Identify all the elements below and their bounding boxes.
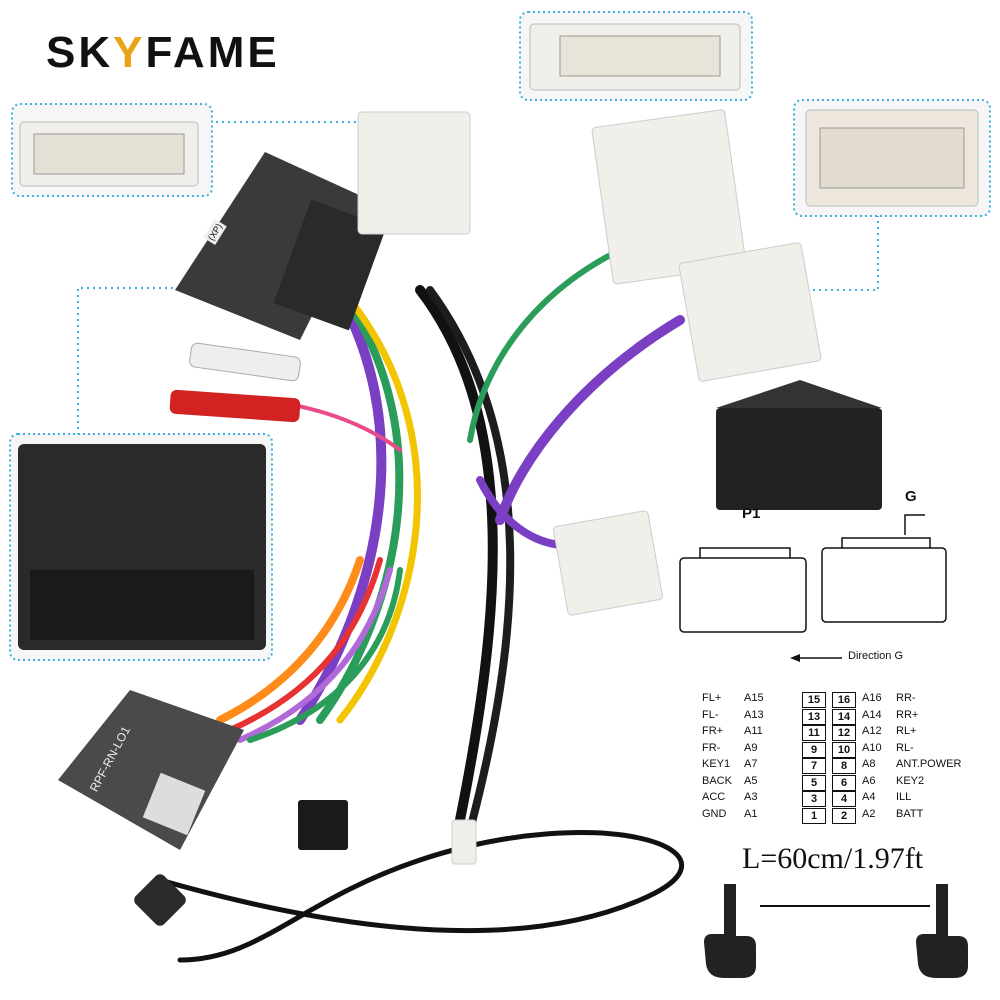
- pin-code-left: A1: [744, 807, 758, 820]
- pin-code-right: A12: [862, 725, 882, 737]
- pin-code-right: A14: [862, 708, 882, 721]
- pin-box: 13: [802, 708, 826, 725]
- pin-code-left: A5: [744, 774, 758, 787]
- white-connector-3: [678, 242, 822, 382]
- pin-box: 12: [832, 725, 856, 741]
- finger-pointing-down-icon: [702, 880, 758, 980]
- pin-code-left: A13: [744, 708, 764, 721]
- pin-name-right: RL+: [896, 725, 917, 737]
- pin-code-right: A2: [862, 807, 876, 820]
- p1-label: P1: [742, 505, 761, 522]
- pin-box: 7: [802, 758, 826, 774]
- pin-code-right: A6: [862, 774, 876, 787]
- rca-plugs: [169, 342, 301, 423]
- pin-box: 15: [802, 692, 826, 708]
- finger-pointing-down-icon: [914, 880, 970, 980]
- brand-prefix: SK: [46, 28, 114, 77]
- brand-accent: Y: [113, 28, 146, 77]
- pin-box: 5: [802, 774, 826, 791]
- white-connector-1: [357, 111, 471, 235]
- pin-code-right: A10: [862, 741, 882, 754]
- pin-box: 16: [832, 692, 856, 708]
- pin-code-left: A9: [744, 741, 758, 754]
- pin-box: 1: [802, 807, 826, 824]
- pin-box: 8: [832, 758, 856, 774]
- iso-16pin-connector: [716, 380, 882, 510]
- pin-name-left: GND: [702, 807, 727, 820]
- pin-name-right: ILL: [896, 791, 912, 803]
- pin-name-left: ACC: [702, 791, 726, 803]
- decoder-module: [58, 690, 244, 850]
- pin-name-left: FR+: [702, 725, 724, 737]
- pin-box: 4: [832, 791, 856, 807]
- black-plug: [298, 800, 348, 850]
- pin-code-left: A11: [744, 725, 763, 737]
- pin-name-right: RL-: [896, 741, 914, 754]
- pin-name-left: BACK: [702, 774, 732, 787]
- antenna-jack: [134, 874, 186, 926]
- pin-name-left: FR-: [702, 741, 721, 754]
- pin-name-left: KEY1: [702, 758, 731, 770]
- pin-code-right: A4: [862, 791, 876, 803]
- pin-box: 2: [832, 807, 856, 824]
- pin-name-right: KEY2: [896, 774, 925, 787]
- brand-suffix: FAME: [145, 28, 280, 77]
- wire-bundle: [157, 247, 685, 963]
- pin-name-right: ANT.POWER: [896, 758, 962, 770]
- g-label: G: [905, 488, 917, 505]
- pin-code-left: A3: [744, 791, 758, 803]
- pin-name-right: RR+: [896, 708, 919, 721]
- pin-box: 11: [802, 725, 826, 741]
- pin-code-left: A15: [744, 692, 764, 704]
- pin-name-left: FL-: [702, 708, 719, 721]
- pin-code-right: A16: [862, 692, 882, 704]
- small-white-plug: [451, 819, 477, 865]
- pin-box: 14: [832, 708, 856, 725]
- pin-name-right: RR-: [896, 692, 916, 704]
- pin-box: 6: [832, 774, 856, 791]
- pin-name-right: BATT: [896, 807, 924, 820]
- pin-code-left: A7: [744, 758, 758, 770]
- pin-box: 10: [832, 741, 856, 758]
- pin-name-left: FL+: [702, 692, 722, 704]
- pin-code-right: A8: [862, 758, 876, 770]
- pin-box: 3: [802, 791, 826, 807]
- white-connector-2: [591, 109, 747, 285]
- brand-logo: SKYFAME: [46, 28, 280, 78]
- white-connector-4: [553, 510, 663, 616]
- direction-label: Direction G: [848, 650, 904, 662]
- pin-box: 9: [802, 741, 826, 758]
- length-label: L=60cm/1.97ft: [742, 842, 924, 875]
- connector-line-drawings: [679, 514, 947, 633]
